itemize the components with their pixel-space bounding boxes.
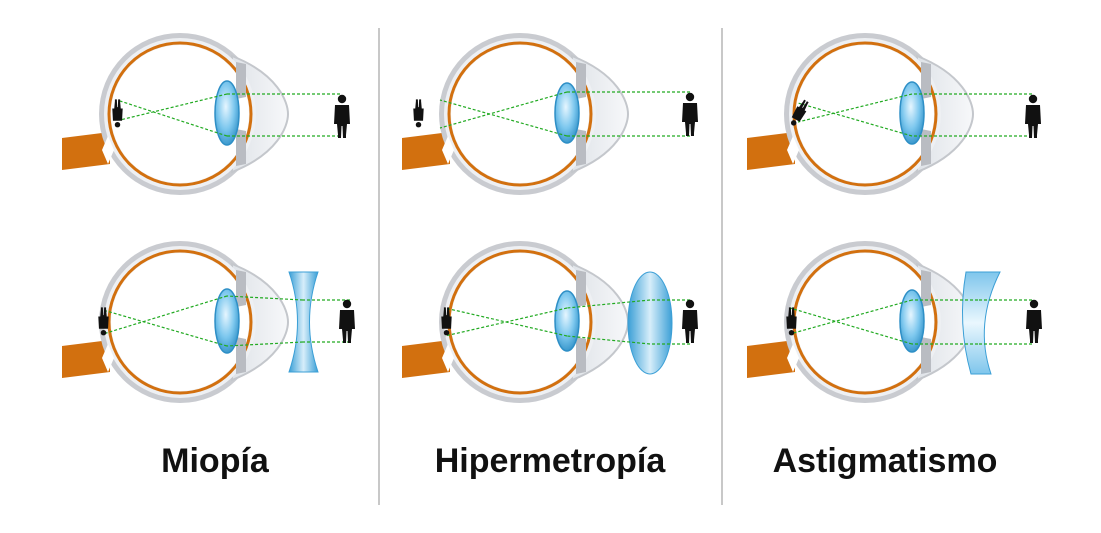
label-myopia: Miopía: [161, 442, 269, 480]
inverted-image-icon: [413, 99, 424, 128]
convex-lens: [627, 271, 673, 375]
myopia-uncorrected-diagram: [60, 31, 350, 197]
person-icon: [339, 299, 355, 343]
eye-lens: [214, 288, 240, 354]
label-astigmatism: Astigmatismo: [772, 442, 998, 480]
concave-lens: [288, 271, 319, 373]
eye-lens: [899, 81, 925, 145]
label-hyperopia: Hipermetropía: [434, 442, 666, 480]
astigmatism-uncorrected-diagram: [745, 31, 1041, 197]
eye-lens: [214, 80, 240, 146]
hyperopia-corrected-diagram: [400, 239, 698, 405]
myopia-corrected-diagram: [60, 239, 355, 405]
eye-lens: [554, 82, 580, 144]
eye-lens: [554, 290, 580, 352]
person-icon: [1025, 94, 1041, 138]
person-icon: [1026, 299, 1042, 343]
person-icon: [334, 94, 350, 138]
meniscus-lens: [961, 271, 1001, 375]
person-icon: [682, 299, 698, 343]
hyperopia-uncorrected-diagram: [400, 31, 698, 197]
eye-lens: [899, 289, 925, 353]
person-icon: [682, 92, 698, 136]
astigmatism-corrected-diagram: [745, 239, 1042, 405]
